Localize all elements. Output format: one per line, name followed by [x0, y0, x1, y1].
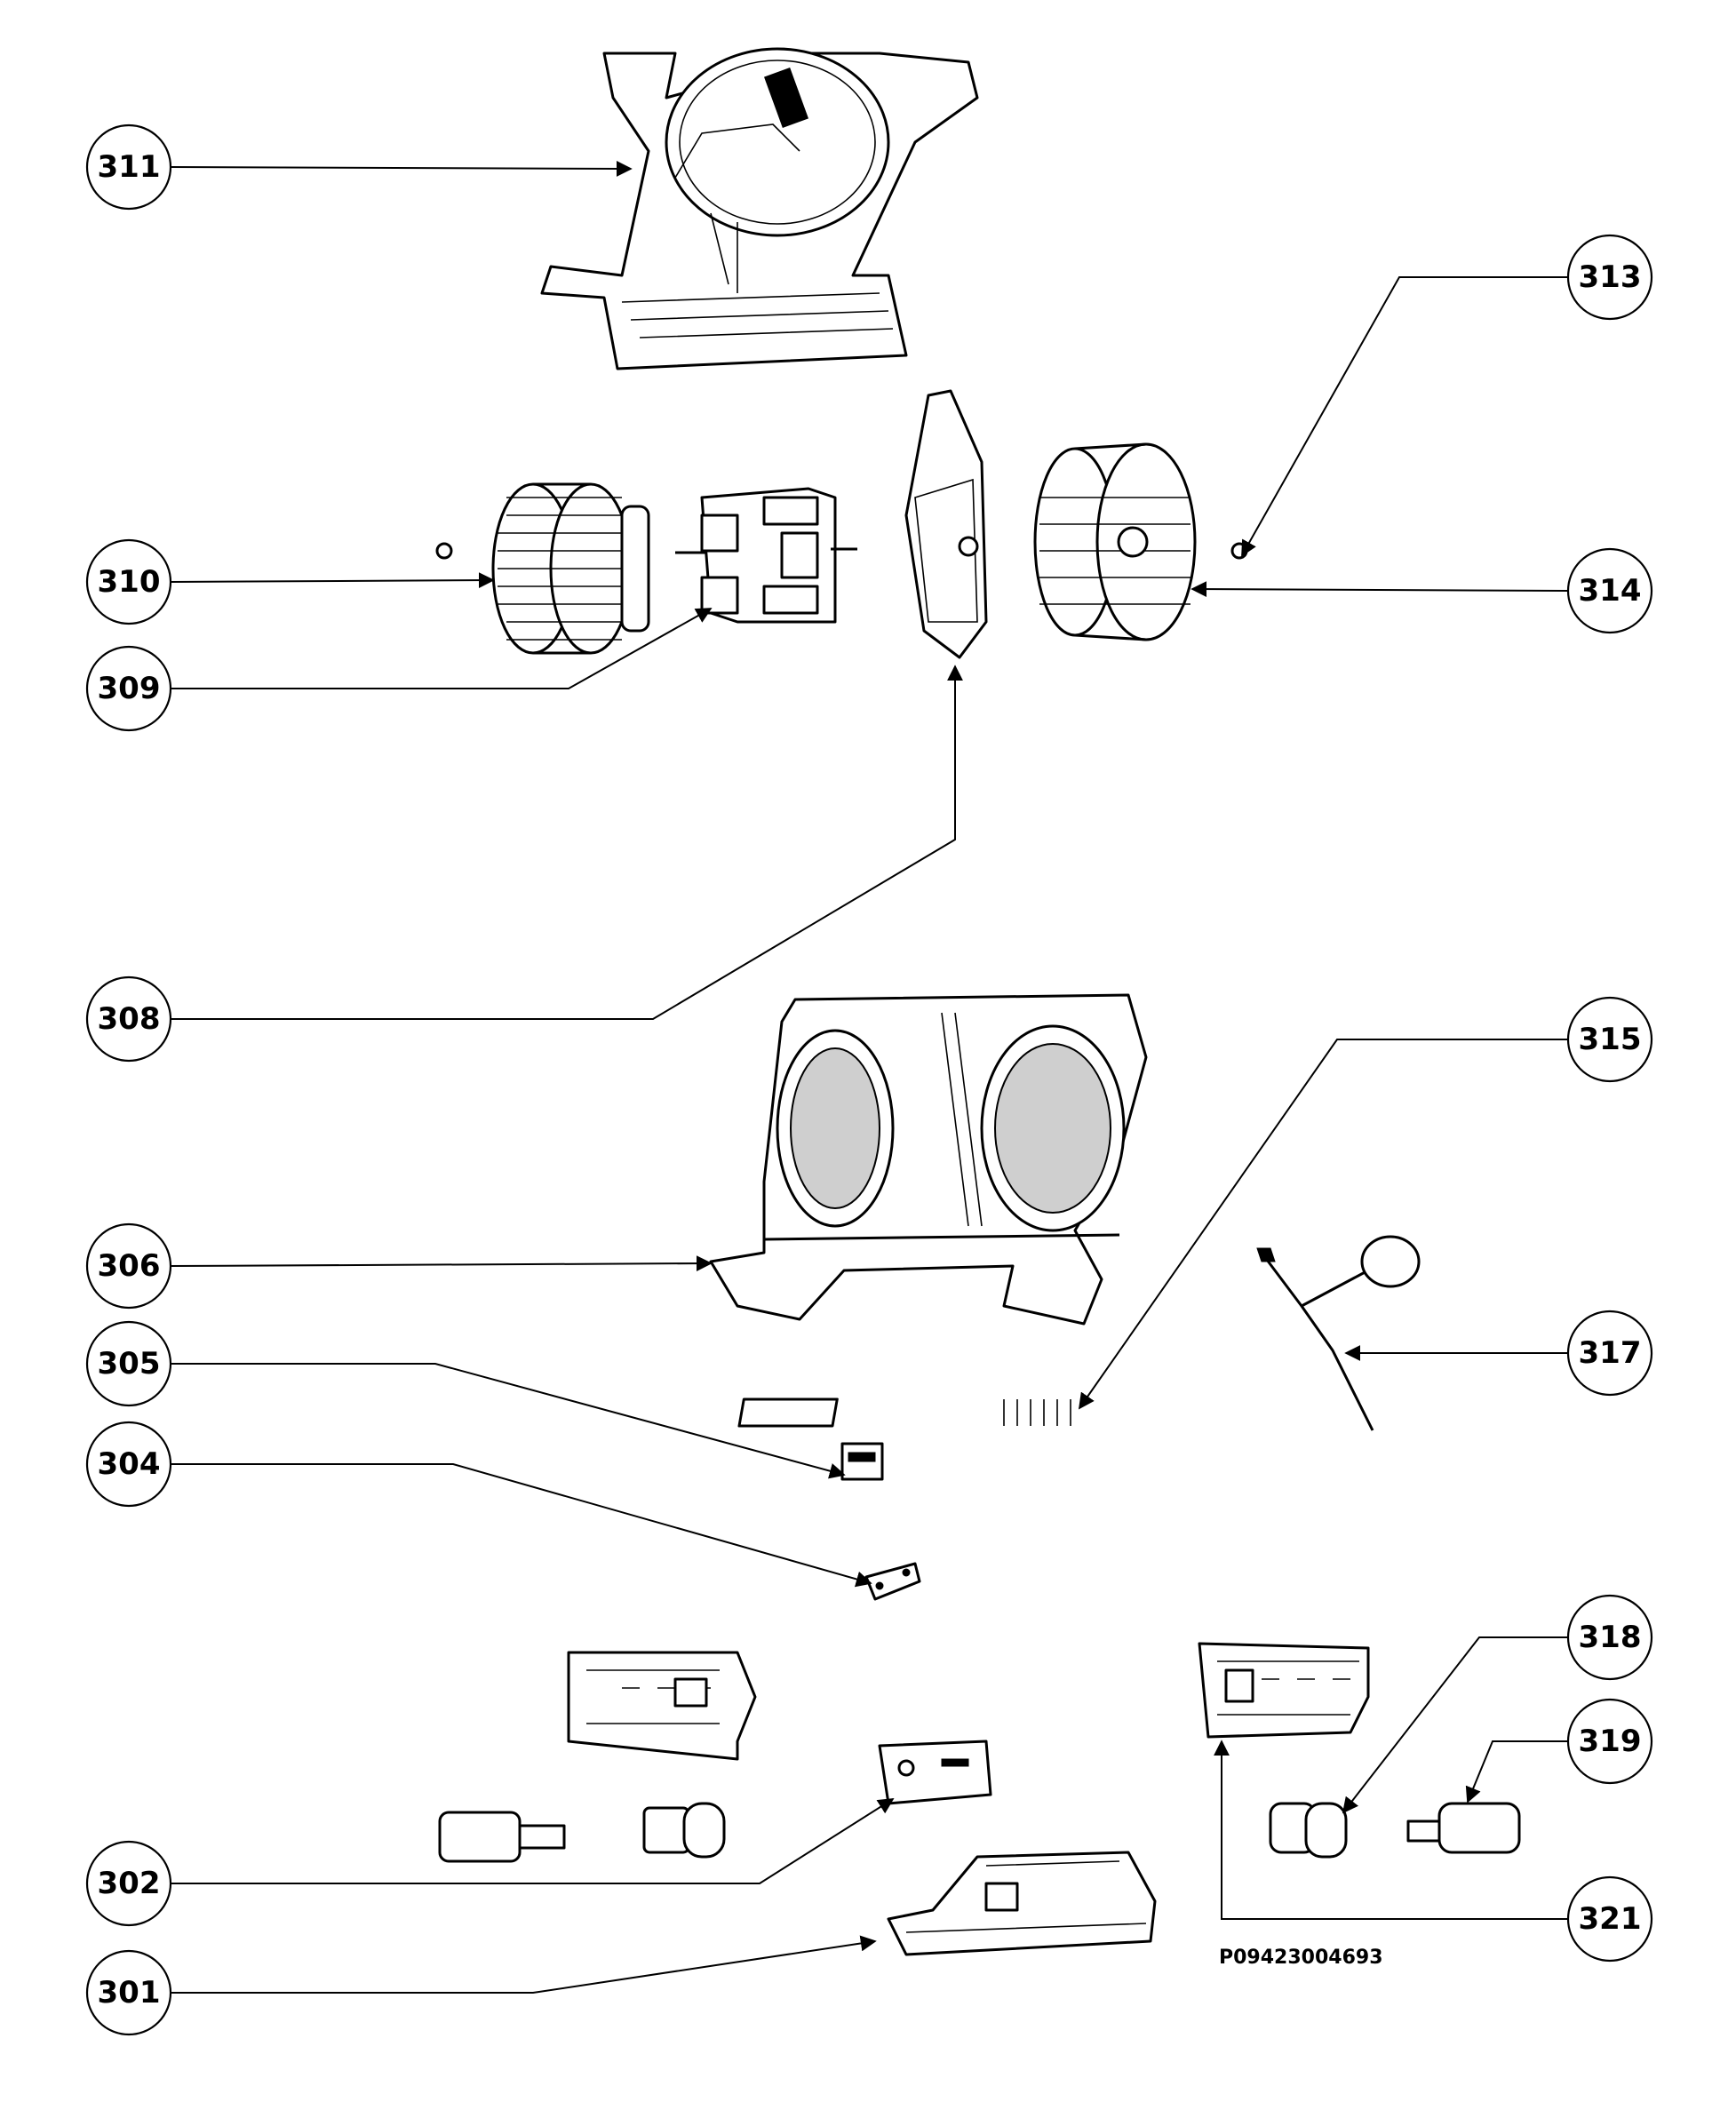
- callout-317: 317: [1566, 1310, 1653, 1397]
- part-305-connector: [840, 1442, 884, 1481]
- part-308-divider-plate: [904, 389, 988, 659]
- part-309-motor: [675, 487, 857, 624]
- callout-319: 319: [1566, 1698, 1653, 1785]
- callout-304: 304: [85, 1421, 172, 1508]
- callout-label: 319: [1579, 1724, 1642, 1759]
- part-left-knobs: [438, 1802, 726, 1863]
- callout-label: 302: [98, 1866, 161, 1901]
- callout-310: 310: [85, 538, 172, 625]
- callout-label: 321: [1579, 1901, 1642, 1937]
- part-304-clip: [864, 1562, 921, 1601]
- callout-label: 308: [98, 1001, 161, 1037]
- part-315-terminal-strip: [737, 1397, 1071, 1428]
- part-right-control-board: [1198, 1642, 1370, 1739]
- part-314-right-fan-wheel: [1033, 442, 1248, 641]
- diagram-reference-code: P09423004693: [1219, 1947, 1383, 1969]
- part-317-lamp-wire: [1256, 1235, 1421, 1431]
- callout-label: 301: [98, 1975, 161, 2010]
- callout-label: 305: [98, 1346, 161, 1381]
- callout-label: 304: [98, 1446, 161, 1482]
- part-310-left-fan-wheel: [435, 482, 650, 655]
- callout-301: 301: [85, 1949, 172, 2036]
- callout-314: 314: [1566, 547, 1653, 634]
- callout-318: 318: [1566, 1594, 1653, 1681]
- callout-label: 310: [98, 564, 161, 600]
- part-301-control-panel: [887, 1851, 1157, 1956]
- callout-302: 302: [85, 1840, 172, 1927]
- callout-311: 311: [85, 123, 172, 211]
- callout-label: 311: [98, 149, 161, 185]
- callout-321: 321: [1566, 1875, 1653, 1963]
- callout-label: 313: [1579, 259, 1642, 295]
- part-left-control-board: [567, 1651, 757, 1761]
- callout-308: 308: [85, 975, 172, 1063]
- callout-313: 313: [1566, 234, 1653, 321]
- callout-315: 315: [1566, 996, 1653, 1083]
- callout-label: 317: [1579, 1335, 1642, 1371]
- callout-label: 309: [98, 671, 161, 706]
- callout-305: 305: [85, 1320, 172, 1407]
- part-311-duct-housing: [540, 47, 979, 370]
- callout-label: 314: [1579, 573, 1642, 609]
- part-306-fan-housing: [709, 993, 1148, 1326]
- callout-label: 315: [1579, 1022, 1642, 1057]
- part-302-switch-cover: [878, 1740, 992, 1805]
- part-318-button: [1269, 1802, 1348, 1859]
- callout-306: 306: [85, 1222, 172, 1310]
- part-319-knob-shaft: [1406, 1802, 1521, 1854]
- callout-label: 306: [98, 1248, 161, 1284]
- callout-label: 318: [1579, 1620, 1642, 1655]
- leader-lines: [170, 160, 1571, 1994]
- callout-309: 309: [85, 645, 172, 732]
